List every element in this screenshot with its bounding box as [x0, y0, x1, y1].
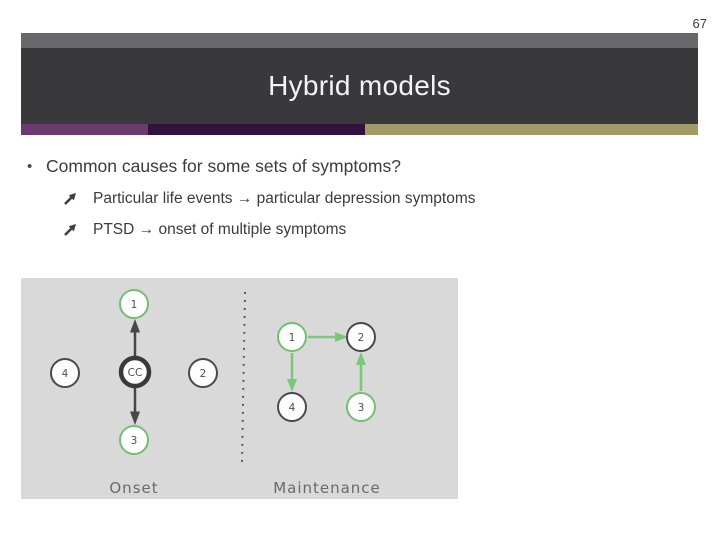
- sub-bullet-text: Particular life events → particular depr…: [93, 190, 476, 207]
- sub-bullet-text: PTSD → onset of multiple symptoms: [93, 221, 347, 238]
- node-maintenance-2: 2: [346, 322, 376, 352]
- sub-bullet-item-1: Particular life events → particular depr…: [63, 190, 663, 208]
- bullet-dot-icon: •: [27, 158, 33, 175]
- node-onset-3: 3: [119, 425, 149, 455]
- svg-text:2: 2: [200, 368, 207, 380]
- bullet-text: Common causes for some sets of symptoms?: [46, 156, 401, 176]
- accent-segment-dark-purple: [148, 124, 365, 135]
- onset-caption: Onset: [109, 479, 158, 497]
- page-number: 67: [692, 16, 707, 31]
- northeast-arrow-icon: [64, 224, 76, 236]
- svg-text:4: 4: [289, 402, 296, 414]
- northeast-arrow-icon: [64, 193, 76, 205]
- dotted-divider: [241, 291, 246, 463]
- slide-title: Hybrid models: [268, 70, 451, 101]
- svg-text:3: 3: [358, 402, 365, 414]
- node-onset-4: 4: [50, 358, 80, 388]
- bullet-item-main: • Common causes for some sets of symptom…: [27, 156, 667, 178]
- svg-text:1: 1: [289, 332, 296, 344]
- accent-segment-olive: [365, 124, 698, 135]
- node-onset-2: 2: [188, 358, 218, 388]
- maintenance-caption: Maintenance: [273, 479, 381, 497]
- svg-text:CC: CC: [128, 367, 143, 379]
- arrow-1-to-4: [287, 353, 297, 392]
- svg-text:3: 3: [131, 435, 138, 447]
- node-maintenance-1: 1: [277, 322, 307, 352]
- arrow-cc-to-1: [130, 319, 140, 356]
- network-diagram-svg: 1 4 CC 2 3: [50, 289, 381, 497]
- svg-text:1: 1: [131, 299, 138, 311]
- arrow-cc-to-3: [130, 388, 140, 425]
- node-onset-1: 1: [119, 289, 149, 319]
- accent-segment-purple: [21, 124, 148, 135]
- arrow-1-to-2: [308, 332, 348, 342]
- header-gray-bar: [21, 33, 698, 48]
- title-bar: Hybrid models: [21, 48, 698, 124]
- network-figure: 1 4 CC 2 3: [21, 278, 458, 499]
- node-maintenance-3: 3: [346, 392, 376, 422]
- svg-text:2: 2: [358, 332, 365, 344]
- node-onset-cc: CC: [118, 355, 152, 389]
- svg-text:4: 4: [62, 368, 69, 380]
- node-maintenance-4: 4: [277, 392, 307, 422]
- arrow-3-to-2: [356, 352, 366, 391]
- accent-strip: [21, 124, 698, 135]
- sub-bullet-item-2: PTSD → onset of multiple symptoms: [63, 221, 663, 239]
